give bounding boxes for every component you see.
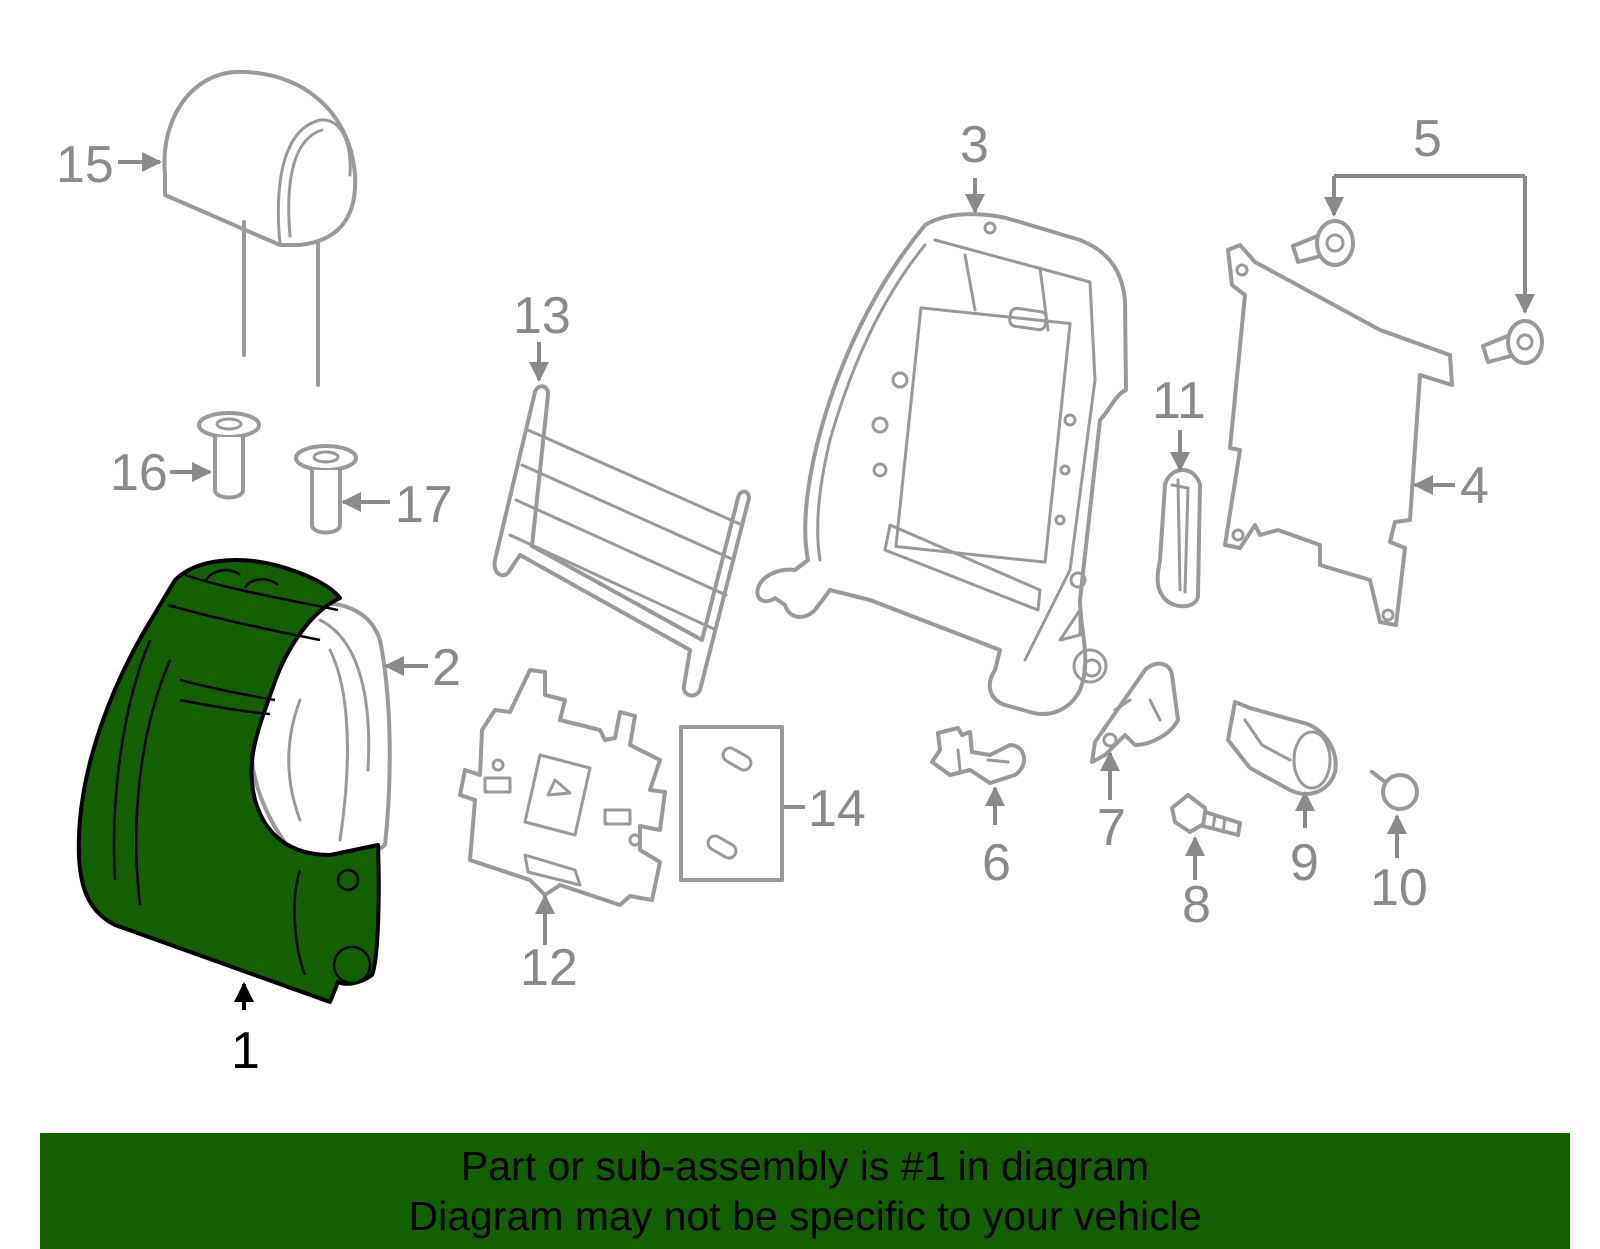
part-8-screw[interactable] xyxy=(1170,793,1242,837)
banner-line-1: Part or sub-assembly is #1 in diagram xyxy=(460,1143,1150,1189)
info-banner: Part or sub-assembly is #1 in diagram Di… xyxy=(40,1133,1570,1249)
callout-6[interactable]: 6 xyxy=(982,834,1011,892)
callout-16[interactable]: 16 xyxy=(110,444,168,502)
part-3-frame[interactable] xyxy=(755,212,1128,716)
leader-lines xyxy=(118,152,1535,1010)
banner-line-2: Diagram may not be specific to your vehi… xyxy=(408,1193,1202,1239)
part-16-guide[interactable] xyxy=(197,411,261,500)
part-7-bracket[interactable] xyxy=(1090,661,1180,764)
callout-5[interactable]: 5 xyxy=(1413,110,1442,168)
part-15-headrest[interactable] xyxy=(162,69,358,387)
callout-3[interactable]: 3 xyxy=(960,116,989,174)
part-17-guide[interactable] xyxy=(294,444,358,535)
callout-labels: 1 2 3 4 5 6 7 8 9 10 11 12 13 14 15 16 1… xyxy=(56,110,1489,1080)
callout-8[interactable]: 8 xyxy=(1182,876,1211,934)
part-9-handle[interactable] xyxy=(1226,700,1338,796)
part-14-pad[interactable] xyxy=(679,725,784,882)
callout-1[interactable]: 1 xyxy=(231,1022,260,1080)
part-6-bracket[interactable] xyxy=(930,726,1026,785)
part-4-panel[interactable] xyxy=(1223,243,1454,627)
callout-13[interactable]: 13 xyxy=(513,287,571,345)
part-13-lumbar-support[interactable] xyxy=(492,384,751,698)
part-2-pad[interactable] xyxy=(249,601,392,865)
callout-4[interactable]: 4 xyxy=(1460,457,1489,515)
callout-9[interactable]: 9 xyxy=(1290,834,1319,892)
callout-7[interactable]: 7 xyxy=(1097,799,1126,857)
callout-2[interactable]: 2 xyxy=(432,639,461,697)
part-1-seat-cover[interactable] xyxy=(76,558,381,1004)
callout-10[interactable]: 10 xyxy=(1370,859,1428,917)
callout-12[interactable]: 12 xyxy=(520,939,578,997)
callout-14[interactable]: 14 xyxy=(808,780,866,838)
part-12-plate[interactable] xyxy=(458,668,667,907)
part-10-plug[interactable] xyxy=(1370,770,1419,811)
callout-15[interactable]: 15 xyxy=(56,136,114,194)
part-11-trim[interactable] xyxy=(1155,468,1202,609)
callout-17[interactable]: 17 xyxy=(395,476,453,534)
callout-11[interactable]: 11 xyxy=(1152,372,1206,430)
part-5-bolts[interactable] xyxy=(1291,219,1544,365)
